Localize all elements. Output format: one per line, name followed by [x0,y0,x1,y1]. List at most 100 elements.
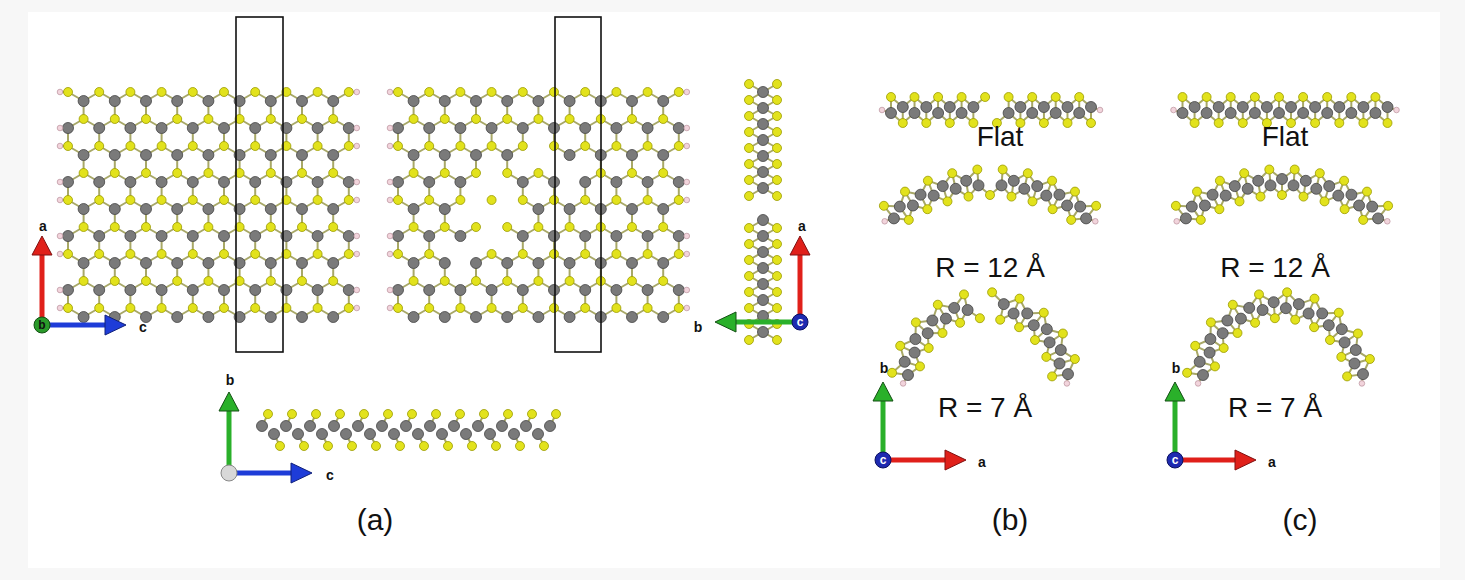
atom [1250,93,1259,102]
atom [384,410,393,419]
atom [684,305,690,311]
atom [487,304,496,313]
atom [986,191,995,200]
atom [439,204,450,215]
atom [909,347,920,358]
atom [973,165,982,174]
atom [343,231,354,242]
atom [354,233,360,239]
atom [288,410,297,419]
atom [456,88,465,97]
atom [1015,294,1024,303]
atom [1303,308,1314,319]
atom [910,93,919,102]
atom [1235,313,1246,324]
atom [257,421,268,432]
atom [141,96,152,107]
atom [1031,336,1040,345]
atom [1346,108,1357,119]
atom [674,88,683,97]
atom [517,123,528,134]
atom [758,151,769,162]
atom [219,123,230,134]
atom [975,314,984,323]
axis-label: c [326,468,334,482]
atom [439,96,450,107]
atom [1048,176,1057,185]
atom [173,277,182,286]
atom [581,304,590,313]
atom [1238,119,1247,128]
atom [204,277,213,286]
atom [425,250,434,259]
atom [643,88,652,97]
bond-group [884,169,1096,221]
atom [439,312,450,323]
atom [420,442,429,451]
atom [413,429,424,440]
atom [684,197,690,203]
unit-cell-box [236,17,283,352]
atom [517,231,528,242]
atom [758,103,769,114]
atom [1336,324,1347,335]
atom [745,272,754,281]
panel-label: (c) [1283,505,1318,535]
atom [1039,119,1048,128]
atom [1270,314,1279,323]
atom [758,327,769,338]
atom [424,123,435,134]
atom [329,169,338,178]
atom [565,115,574,124]
atom [344,142,353,151]
atom [497,421,508,432]
atom [611,285,622,296]
atom [449,421,460,432]
atom [393,123,404,134]
axis-label: b [1172,361,1181,375]
bond-group [60,92,357,317]
atom [1233,329,1242,338]
atom [1283,288,1292,297]
atom [110,223,119,232]
atom [63,177,74,188]
atom [549,231,560,242]
atom [172,150,183,161]
atom [950,183,961,194]
atom [745,160,754,169]
axis-label: a [39,219,47,233]
atom [348,442,357,451]
atom [394,88,403,97]
atom [517,285,528,296]
atom [344,88,353,97]
atom [312,410,321,419]
atom [1196,215,1205,224]
atom [1054,189,1065,200]
atom [934,93,943,102]
atom-group [257,410,561,451]
atom [1058,329,1067,338]
atom [1174,219,1180,225]
atom [503,115,512,124]
atom [658,150,669,161]
atom [1383,119,1392,128]
atom [534,115,543,124]
atom [455,285,466,296]
atom [425,142,434,151]
atom [1204,347,1215,358]
atom [472,169,481,178]
atom [916,362,925,371]
atom [773,256,782,265]
atom [393,285,404,296]
atom [109,150,120,161]
atom [627,312,638,323]
atom [1220,190,1231,201]
atom [564,150,575,161]
atom [564,258,575,269]
atom [773,336,782,345]
atom [962,305,973,316]
atom [63,123,74,134]
atom [1222,315,1233,326]
atom [142,277,151,286]
atom [408,410,417,419]
